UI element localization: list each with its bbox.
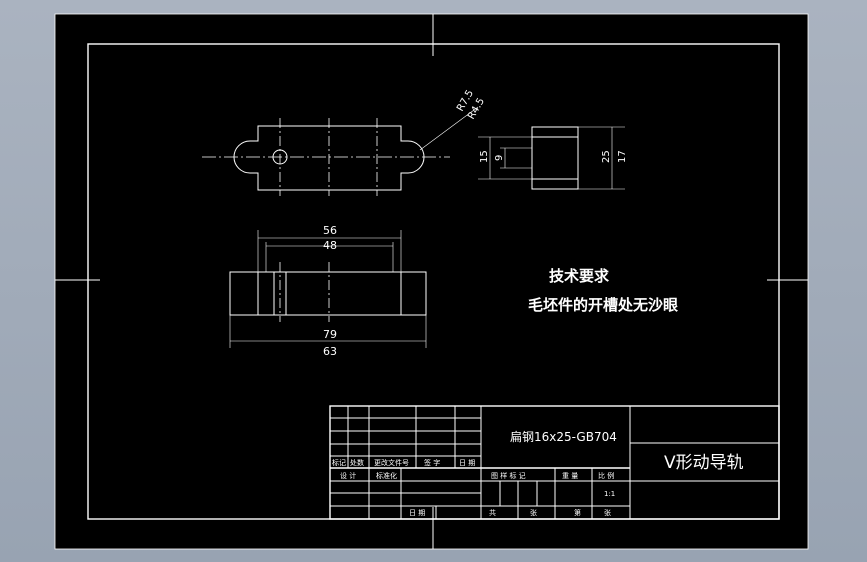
rev-header-date: 日 期 (459, 459, 475, 467)
side-view (478, 126, 625, 190)
material-text: 扁钢16x25-GB704 (510, 430, 617, 444)
front-view (229, 230, 427, 348)
dim-h-15: 15 (479, 150, 490, 163)
scale-value: 1:1 (604, 490, 615, 498)
stage-header-scale: 比 例 (598, 471, 614, 480)
rev-header-doc: 更改文件号 (374, 458, 409, 467)
dim-v-17: 17 (617, 150, 628, 163)
dim-len-79: 79 (323, 328, 337, 341)
centering-marks (55, 14, 808, 549)
top-view (202, 106, 479, 196)
part-name: V形动导轨 (664, 453, 744, 473)
dim-len-56: 56 (323, 224, 337, 237)
dim-len-63: 63 (323, 345, 337, 358)
rev-header-sign: 签 字 (424, 458, 440, 467)
rev-header-count: 处数 (350, 458, 364, 467)
sheet-unit-label: 张 (530, 508, 537, 517)
stage-header-weight: 重 量 (562, 472, 578, 480)
tech-req-item: 毛坯件的开槽处无沙眼 (528, 296, 678, 314)
row-date: 日 期 (409, 509, 425, 517)
row-design: 设 计 (340, 471, 356, 480)
title-block (329, 405, 780, 520)
sheet-total-label: 共 (489, 508, 496, 517)
sheet-unit2-label: 张 (604, 508, 611, 517)
rev-header-mark: 标记 (332, 458, 346, 467)
row-std: 标准化 (376, 471, 397, 480)
dim-v-25: 25 (601, 150, 612, 163)
sheet-no-label: 第 (574, 508, 581, 517)
dim-len-48: 48 (323, 239, 337, 252)
drawing-sheet (54, 13, 809, 550)
dim-h-9: 9 (494, 155, 505, 161)
tech-req-heading: 技术要求 (549, 267, 610, 285)
stage-header-mark: 图 样 标 记 (491, 471, 526, 480)
